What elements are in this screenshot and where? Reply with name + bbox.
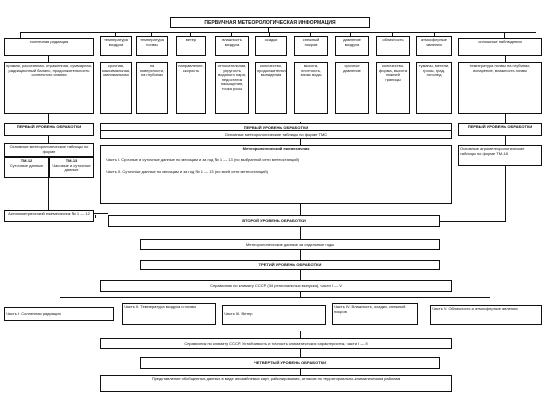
daily-data-label: Суточные данные <box>9 162 44 168</box>
level4-output-box: Представление обобщенных данных в виде а… <box>100 375 452 392</box>
part-4-box: Часть IV. Влажность, осадки, снежный пок… <box>332 303 418 325</box>
part-1-box: Часть I. Солнечная радиация <box>4 307 114 321</box>
param-continuous-observations: сплошные наблюдения <box>458 38 542 56</box>
part-label: Часть V. Облачность и атмосферные явлени… <box>432 306 518 311</box>
detail-air-temperature: срочная, максимальная, минимальная <box>100 62 132 114</box>
left-tables-box: Основные метеорологические таблицы по фо… <box>4 143 94 157</box>
tm12-label: ТМ-12 <box>20 158 33 163</box>
detail-text: срочное давление <box>343 63 361 73</box>
left-tables-title: Основные метеорологические таблицы по фо… <box>9 144 89 154</box>
param-label: влажность воздуха <box>222 37 242 47</box>
level2-data-box: Метеорологические данные за отдельные го… <box>140 239 440 250</box>
primary-info-box: ПЕРВИЧНАЯ МЕТЕОРОЛОГИЧЕСКАЯ ИНФОРМАЦИЯ <box>170 17 370 28</box>
monthly-part2: Часть II. Суточные данные по месяцам и з… <box>106 169 268 175</box>
detail-text: количество, продолжительность выпадения <box>257 63 286 78</box>
param-air-temperature: температура воздуха <box>100 36 132 56</box>
part-2-box: Часть II. Температура воздуха и почвы <box>122 303 216 325</box>
level1-right-label: ПЕРВЫЙ УРОВЕНЬ ОБРАБОТКИ <box>467 124 533 129</box>
monthly-box: Метеорологический ежемесячник Часть I. С… <box>100 145 452 204</box>
aktinometric-label: Актинометрический ежемесячник № 1 — 12 <box>8 211 90 216</box>
part-label: Часть III. Ветер <box>224 311 253 316</box>
level2-data-label: Метеорологические данные за отдельные го… <box>245 242 335 247</box>
tm12-box: ТМ-12 Суточные данные <box>4 157 49 178</box>
detail-precipitation: количество, продолжительность выпадения <box>255 62 287 114</box>
level4-box: ЧЕТВЕРТЫЙ УРОВЕНЬ ОБРАБОТКИ <box>140 357 440 369</box>
detail-text: туманы, метели, грозы, град, гололед <box>418 63 450 78</box>
level1-left-label: ПЕРВЫЙ УРОВЕНЬ ОБРАБОТКИ <box>16 124 82 129</box>
param-pressure: давление воздуха <box>335 36 369 56</box>
level3-box: ТРЕТИЙ УРОВЕНЬ ОБРАБОТКИ <box>140 260 440 270</box>
detail-text: количество, форма, высота нижней границы <box>378 63 408 82</box>
detail-text: относительная, упругость водяного пара, … <box>217 63 247 91</box>
right-tables-box: Основные агрометеорологические таблицы п… <box>458 145 542 166</box>
level3-label: ТРЕТИЙ УРОВЕНЬ ОБРАБОТКИ <box>258 262 322 267</box>
level4-label: ЧЕТВЕРТЫЙ УРОВЕНЬ ОБРАБОТКИ <box>253 360 327 365</box>
detail-soil-temperature: на поверхности, на глубинах <box>136 62 168 114</box>
param-label: солнечная радиация <box>29 39 69 44</box>
detail-text: направление, скорость <box>178 63 204 73</box>
part-label: Часть II. Температура воздуха и почвы <box>124 304 197 309</box>
param-soil-temperature: температура почвы <box>136 36 168 56</box>
monthly-part1: Часть I. Срочные и суточные данные по ме… <box>106 156 300 162</box>
detail-text: прямая, рассеянная, отраженная, суммарна… <box>6 63 92 78</box>
param-humidity: влажность воздуха <box>215 36 249 56</box>
level2-label: ВТОРОЙ УРОВЕНЬ ОБРАБОТКИ <box>242 218 306 223</box>
param-label: ветер <box>185 37 197 42</box>
tm13-label: ТМ-13 <box>65 158 78 163</box>
part-3-box: Часть III. Ветер <box>222 305 326 325</box>
param-label: облачность <box>382 37 404 42</box>
detail-pressure: срочное давление <box>335 62 369 114</box>
right-tables-label: Основные агрометеорологические таблицы п… <box>460 146 525 156</box>
detail-wind: направление, скорость <box>176 62 206 114</box>
detail-text: срочная, максимальная, минимальная <box>102 63 131 78</box>
level2-box: ВТОРОЙ УРОВЕНЬ ОБРАБОТКИ <box>108 215 440 227</box>
aktinometric-box: Актинометрический ежемесячник № 1 — 12 <box>4 210 94 222</box>
level3-reference-box: Справочник по климату СССР (34 региональ… <box>100 280 452 292</box>
part-label: Часть IV. Влажность, осадки, снежный пок… <box>334 304 406 314</box>
primary-info-label: ПЕРВИЧНАЯ МЕТЕОРОЛОГИЧЕСКАЯ ИНФОРМАЦИЯ <box>204 20 336 26</box>
param-label: сплошные наблюдения <box>478 39 522 44</box>
detail-text: температура почвы на глубинах, испарение… <box>469 63 531 73</box>
level4-output-label: Представление обобщенных данных в виде а… <box>151 376 401 381</box>
param-label: атмосферные явления <box>421 37 447 47</box>
monthly-title: Метеорологический ежемесячник <box>242 146 310 151</box>
tm13-box: ТМ-13 Часовые и суточные данные <box>49 157 94 178</box>
param-snow-cover: снежный покров <box>294 36 328 56</box>
level1-left-box: ПЕРВЫЙ УРОВЕНЬ ОБРАБОТКИ <box>4 123 94 136</box>
detail-snow-cover: высота, плотность, запас воды <box>294 62 328 114</box>
part-label: Часть I. Солнечная радиация <box>6 311 61 316</box>
param-precipitation: осадки <box>255 36 287 56</box>
param-label: температура почвы <box>140 37 164 47</box>
detail-continuous-observations: температура почвы на глубинах, испарение… <box>458 62 542 114</box>
hourly-data-label: Часовые и суточные данные <box>52 162 91 173</box>
center-tables-label: Основные метеорологические таблицы по фо… <box>224 132 328 137</box>
reference2-label: Справочник по климату СССР. Устойчивость… <box>184 341 368 346</box>
part-5-box: Часть V. Облачность и атмосферные явлени… <box>430 305 542 325</box>
detail-text: на поверхности, на глубинах <box>139 63 165 78</box>
param-label: снежный покров <box>302 37 320 47</box>
detail-atmospheric-phenomena: туманы, метели, грозы, град, гололед <box>416 62 452 114</box>
param-wind: ветер <box>176 36 206 56</box>
param-atmospheric-phenomena: атмосферные явления <box>416 36 452 56</box>
detail-text: высота, плотность, запас воды <box>300 63 322 78</box>
level1-center-label: ПЕРВЫЙ УРОВЕНЬ ОБРАБОТКИ <box>243 125 309 130</box>
param-label: температура воздуха <box>104 37 128 47</box>
detail-humidity: относительная, упругость водяного пара, … <box>215 62 249 114</box>
param-solar-radiation: солнечная радиация <box>4 38 94 56</box>
detail-cloudiness: количество, форма, высота нижней границы <box>376 62 410 114</box>
level1-right-box: ПЕРВЫЙ УРОВЕНЬ ОБРАБОТКИ <box>458 123 542 136</box>
reference2-box: Справочник по климату СССР. Устойчивость… <box>100 338 452 349</box>
param-label: осадки <box>264 37 278 42</box>
center-tables-box: Основные метеорологические таблицы по фо… <box>100 130 452 139</box>
param-cloudiness: облачность <box>376 36 410 56</box>
detail-solar-radiation: прямая, рассеянная, отраженная, суммарна… <box>4 62 94 114</box>
level3-reference-label: Справочник по климату СССР (34 региональ… <box>210 283 342 288</box>
param-label: давление воздуха <box>343 37 361 47</box>
